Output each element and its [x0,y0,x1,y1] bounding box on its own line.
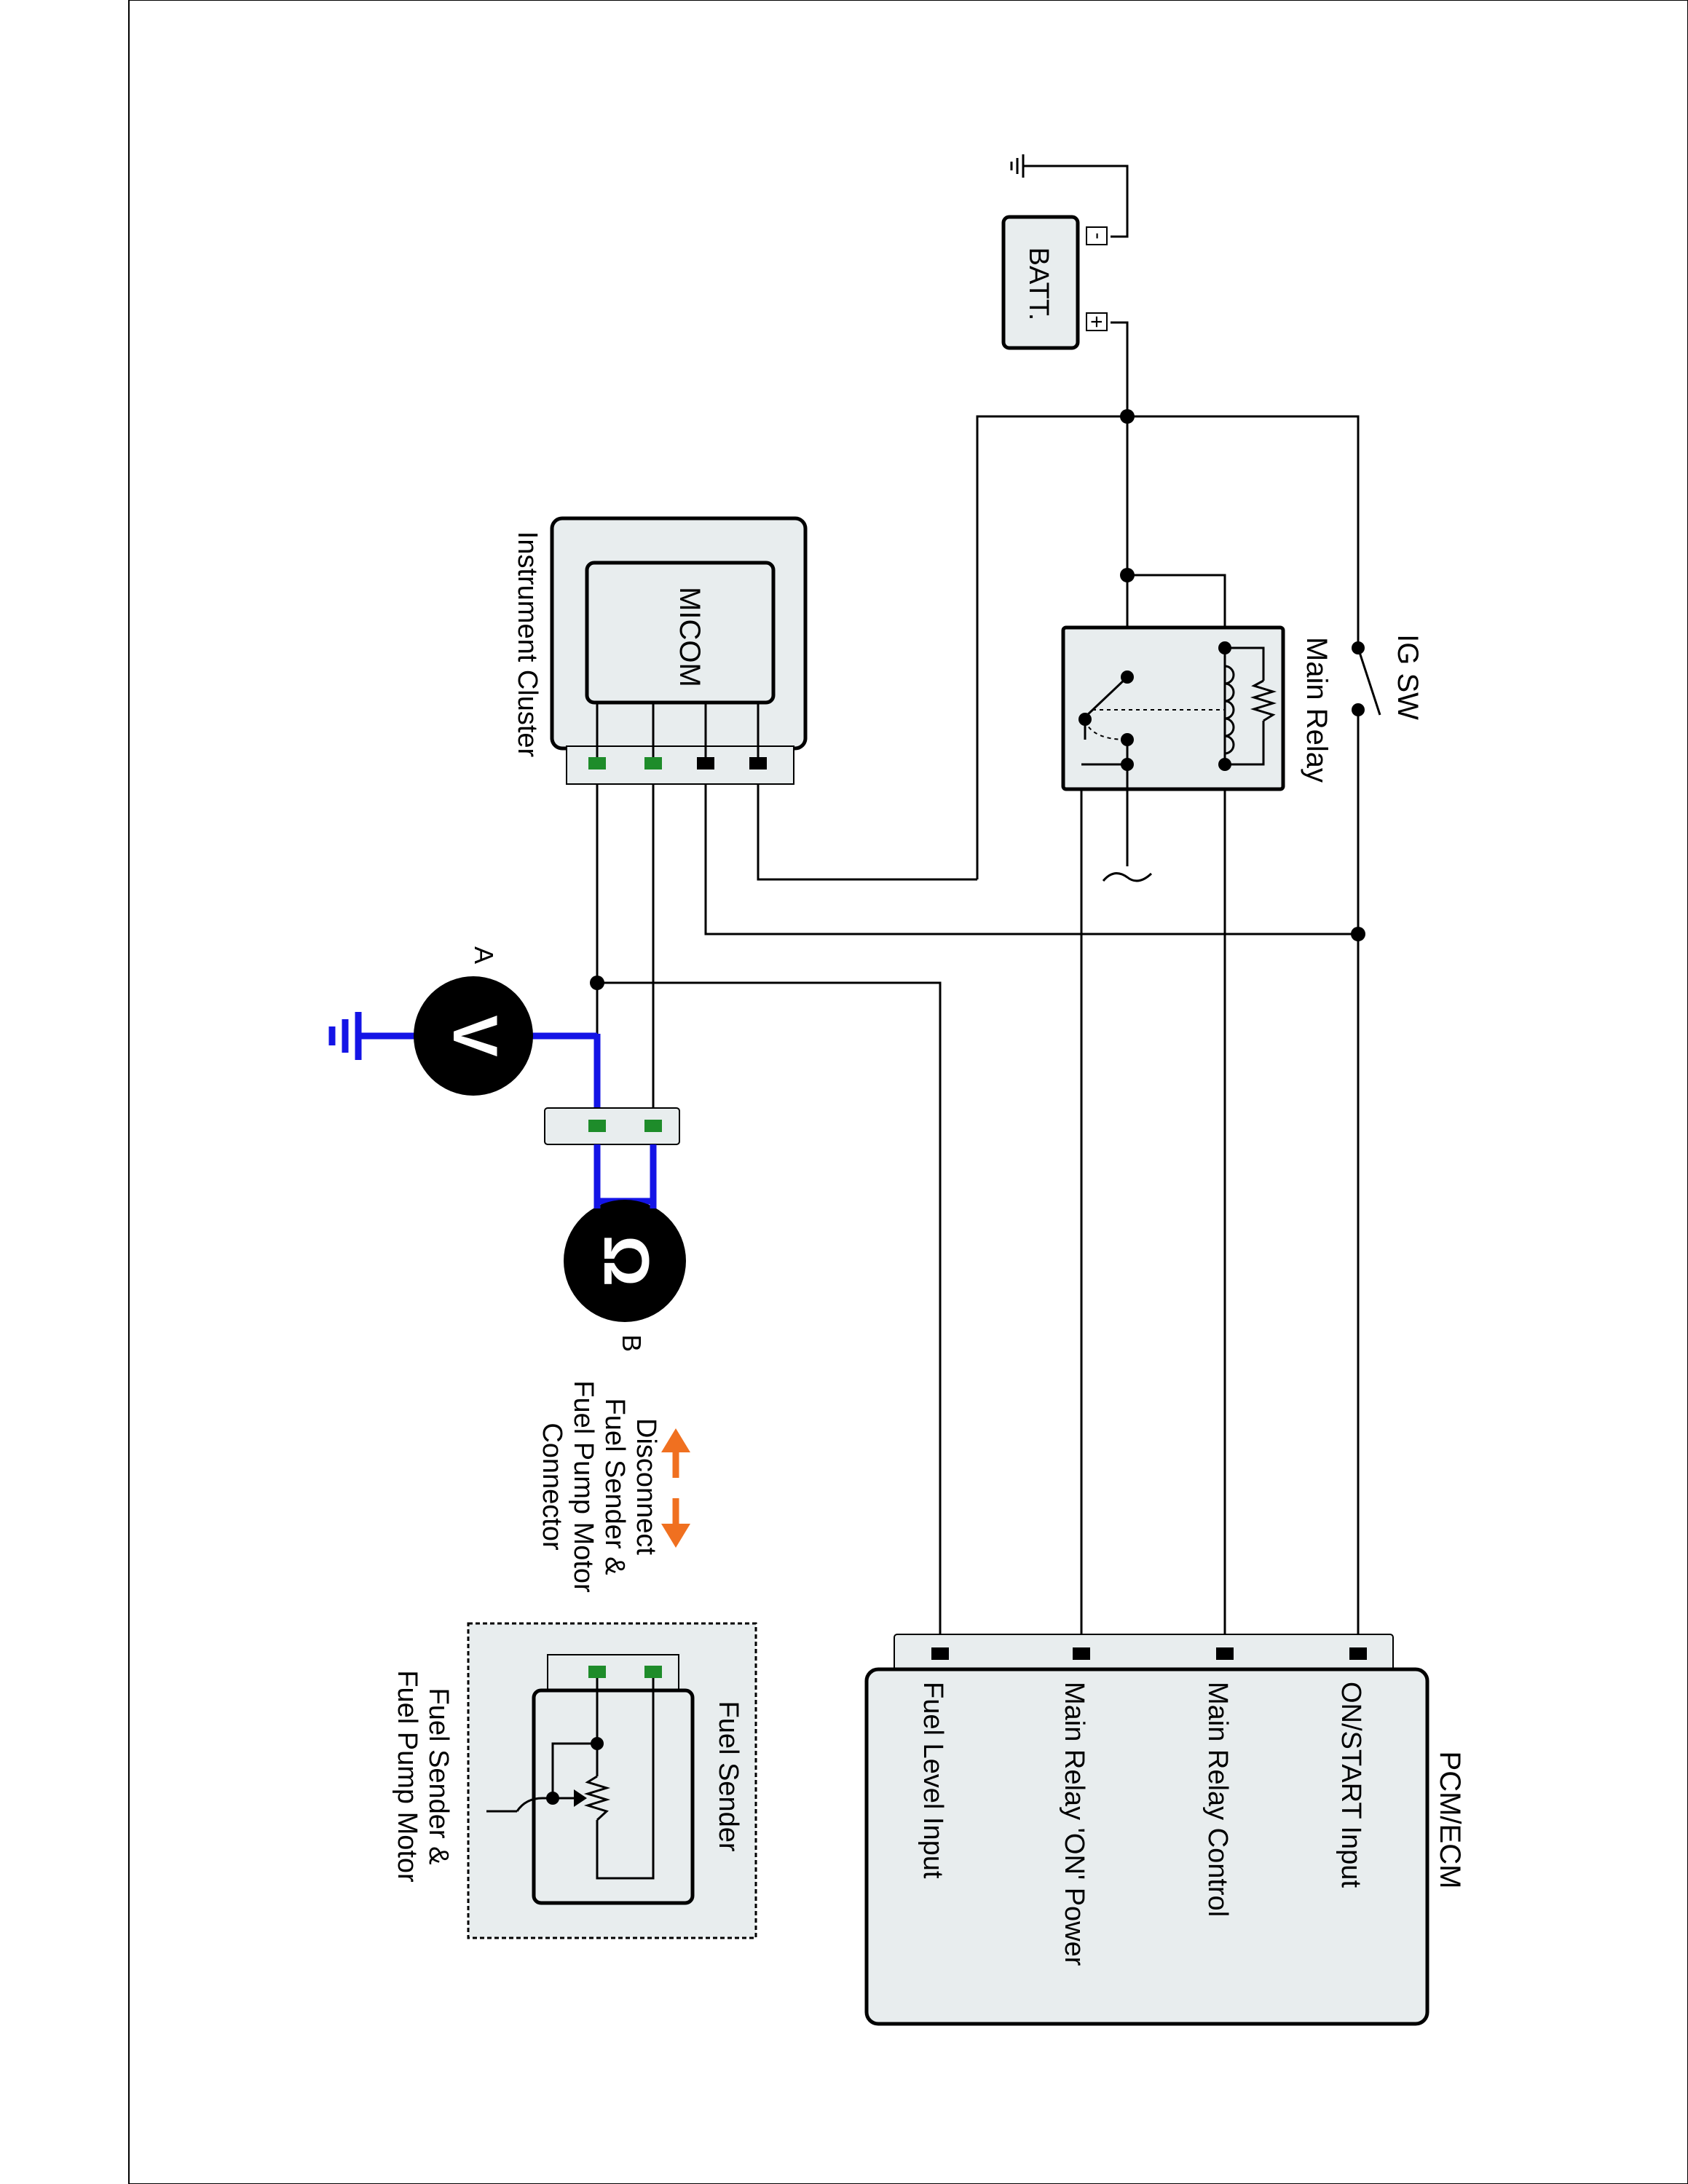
fuel-sender-label: Fuel Sender [713,1701,744,1851]
disconnect-note: Disconnect Fuel Sender & Fuel Pump Motor… [537,1380,690,1593]
pcm-input-fuel-level: Fuel Level Input [918,1682,948,1879]
main-relay: Main Relay [1061,625,1333,882]
main-relay-label: Main Relay [1301,637,1333,783]
fuel-sender-caption-line-2: Fuel Pump Motor [392,1670,422,1883]
battery: - + BATT. [1001,215,1110,350]
voltmeter-symbol: V [440,1015,510,1056]
instrument-cluster-label: Instrument Cluster [512,531,543,758]
ohmmeter-b: Ω B [564,1200,686,1352]
battery-label: BATT. [1023,248,1054,321]
ohmmeter-symbol: Ω [591,1235,663,1287]
pcm-ecm-label: PCM/ECM [1434,1752,1466,1889]
disconnect-note-line-2: Fuel Sender & [599,1398,630,1575]
inline-connector [544,1107,680,1145]
disconnect-note-line-4: Connector [537,1423,567,1551]
ig-switch: IG SW [1352,634,1424,720]
ig-switch-label: IG SW [1392,634,1424,720]
fuel-sender-pump-module: Fuel Sender Fuel Sender & Fuel Pump Moto… [392,1622,757,1939]
fuel-sender-caption-line-1: Fuel Sender & [423,1688,454,1865]
battery-minus-label: - [1087,232,1110,239]
pcm-input-main-relay-control: Main Relay Control [1202,1682,1233,1917]
voltmeter-tag: A [469,946,499,964]
battery-plus-label: + [1084,315,1108,328]
pcm-input-on-start: ON/START Input [1336,1682,1366,1888]
page-frame [128,0,1688,2184]
junction-relay [1120,568,1135,582]
power-wiring [596,165,1360,1634]
voltmeter-a: V A [414,946,533,1096]
pcm-input-main-relay-on-power: Main Relay 'ON' Power [1059,1682,1089,1966]
junction-fuel [590,976,604,990]
junction-ig [1351,927,1365,941]
pcm-ecm: PCM/ECM ON/START Input Main Relay Contro… [864,1634,1466,2026]
micom-label: MICOM [674,587,706,687]
junction-batt [1120,409,1135,424]
ohmmeter-tag: B [617,1334,647,1352]
instrument-cluster: MICOM Instrument Cluster [512,516,808,785]
disconnect-note-line-1: Disconnect [631,1418,661,1555]
disconnect-note-line-3: Fuel Pump Motor [568,1380,599,1593]
ground-icon [1010,154,1025,178]
